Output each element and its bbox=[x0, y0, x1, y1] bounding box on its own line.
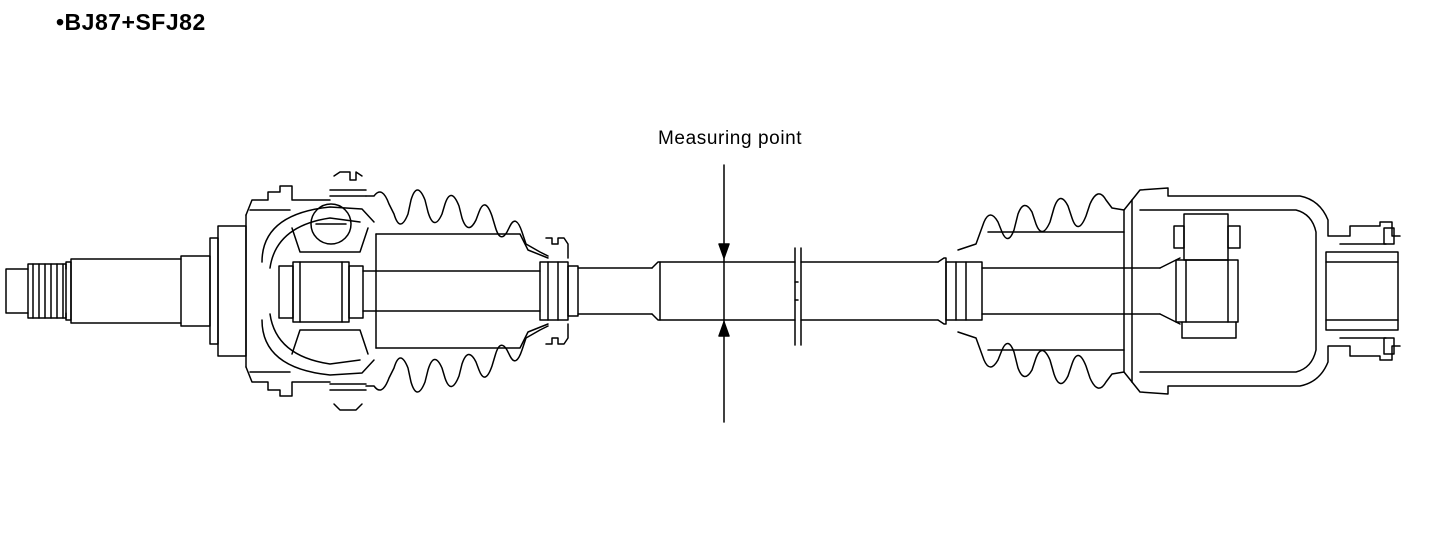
shaft-right bbox=[801, 258, 1180, 324]
shaft-break-lines bbox=[795, 248, 801, 345]
outboard-spline-stub bbox=[6, 256, 210, 326]
outboard-cv-joint bbox=[210, 172, 374, 410]
outboard-boot bbox=[366, 190, 568, 392]
measuring-point-marker bbox=[719, 165, 729, 422]
measuring-point-label: Measuring point bbox=[658, 128, 803, 149]
shaft-left bbox=[363, 262, 795, 320]
inboard-boot bbox=[958, 194, 1132, 388]
inboard-tripod-joint bbox=[1132, 188, 1400, 394]
diagram-title: •BJ87+SFJ82 bbox=[56, 9, 206, 35]
